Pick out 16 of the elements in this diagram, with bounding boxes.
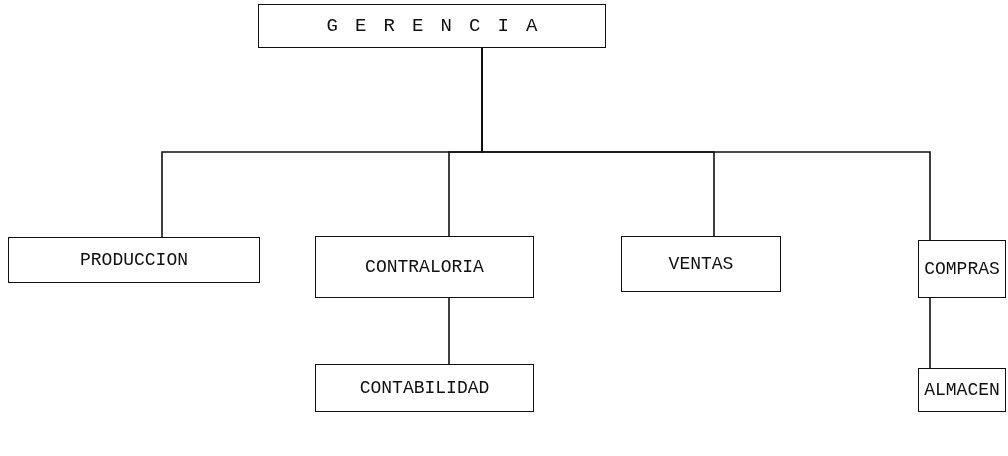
org-box bbox=[258, 4, 606, 48]
box-label: VENTAS bbox=[668, 254, 734, 274]
org-box bbox=[315, 364, 534, 412]
org-box bbox=[8, 237, 260, 283]
org-box bbox=[918, 368, 1006, 412]
box-label: ALMACEN bbox=[924, 380, 1000, 400]
connector-line bbox=[929, 297, 931, 369]
box-label: COMPRAS bbox=[924, 259, 1000, 279]
box-label: PRODUCCION bbox=[80, 250, 188, 270]
org-box bbox=[621, 236, 781, 292]
org-box bbox=[918, 240, 1006, 298]
box-label: GERENCIA bbox=[326, 15, 555, 37]
org-box bbox=[315, 236, 534, 298]
connector-line bbox=[448, 297, 450, 365]
box-label: CONTRALORIA bbox=[365, 257, 484, 277]
box-label: CONTABILIDAD bbox=[359, 378, 490, 398]
